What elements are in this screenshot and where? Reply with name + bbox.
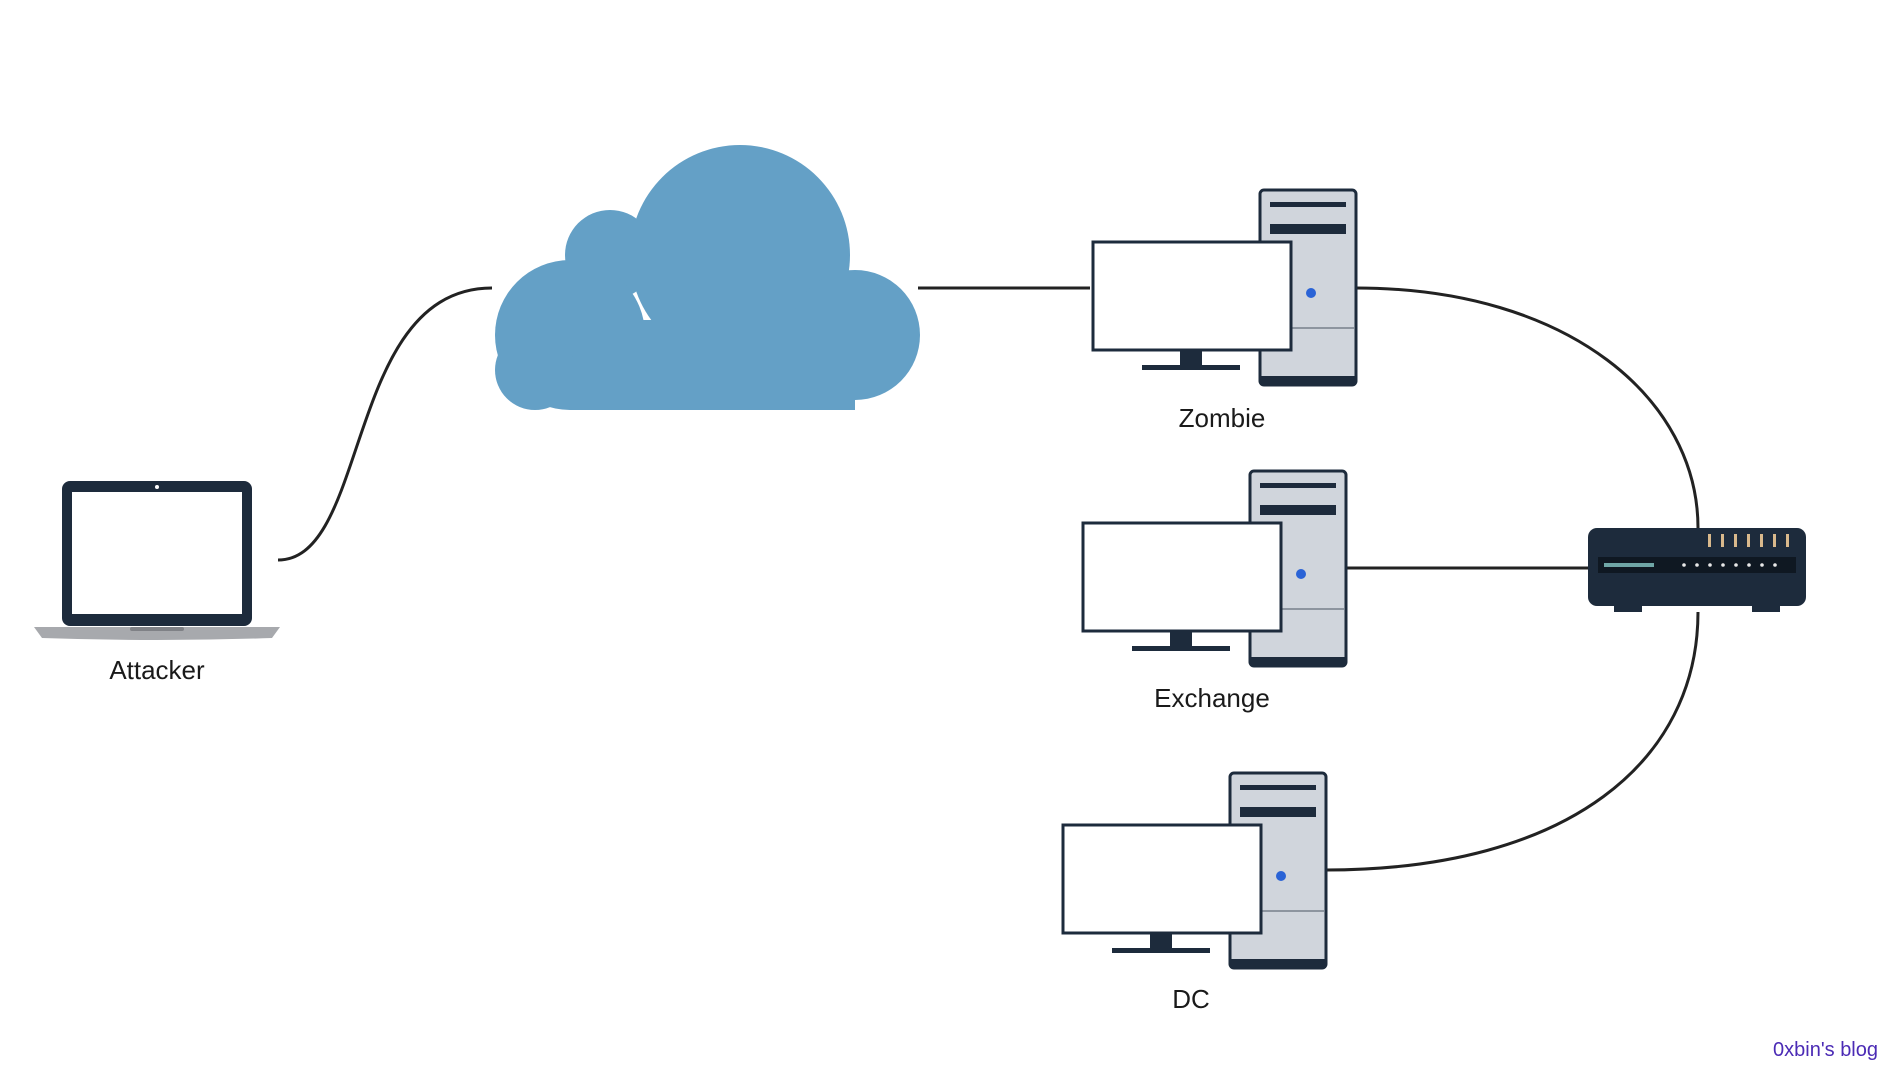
node-label-attacker: Attacker — [109, 655, 205, 685]
node-label-dc: DC — [1172, 984, 1210, 1014]
desktop-computer-icon — [1061, 771, 1328, 970]
cloud-icon — [495, 145, 920, 410]
edge-dc-switch — [1325, 611, 1700, 872]
network-switch-icon — [1588, 528, 1806, 612]
edge-zombie-switch — [1355, 286, 1700, 529]
node-label-exchange: Exchange — [1154, 683, 1270, 713]
watermark-text: 0xbin's blog — [1773, 1039, 1878, 1061]
laptop-icon — [34, 481, 280, 640]
node-label-zombie: Zombie — [1179, 403, 1266, 433]
connections — [277, 286, 1700, 872]
edge-attacker-cloud — [277, 286, 493, 562]
desktop-computer-icon — [1081, 469, 1348, 668]
desktop-computer-icon — [1091, 188, 1358, 387]
